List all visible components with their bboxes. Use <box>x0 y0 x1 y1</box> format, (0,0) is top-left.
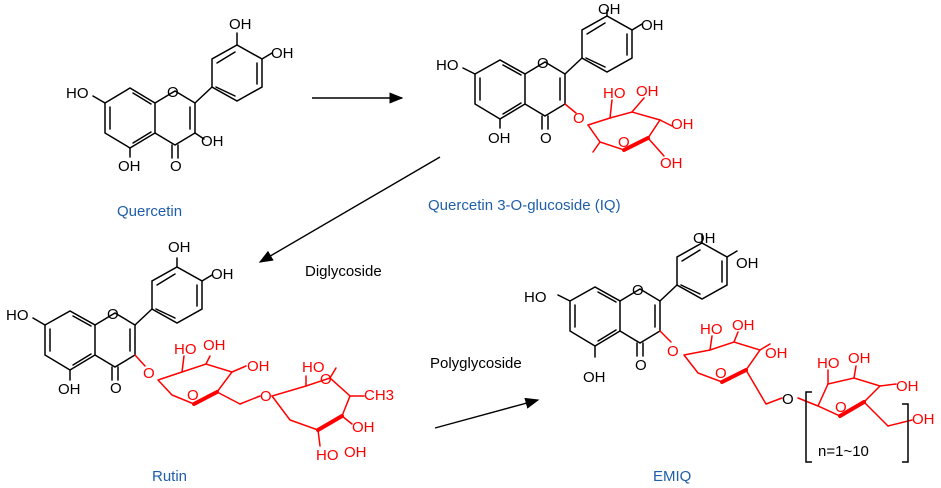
iq-caption: Quercetin 3-O-glucoside (IQ) <box>428 197 621 214</box>
sugar-hydroxyl-label: HO <box>603 85 626 102</box>
sugar-hydroxyl-label: OH <box>765 345 788 362</box>
glycosidic-oxygen-label: O <box>260 388 272 405</box>
repeat-count-label: n=1~10 <box>818 443 869 460</box>
sugar-hydroxyl-label: OH <box>671 116 694 133</box>
sugar-ring-oxygen-label: O <box>715 365 727 382</box>
methyl-label: CH3 <box>364 387 394 404</box>
hydroxyl-label: OH <box>736 255 759 272</box>
sugar-hydroxyl-label: HO <box>174 341 197 358</box>
emiq-caption: EMIQ <box>653 468 691 485</box>
sugar-hydroxyl-label: OH <box>660 155 683 172</box>
sugar-hydroxyl-label: OH <box>912 411 935 428</box>
hydroxyl-label: OH <box>271 45 294 62</box>
hydroxyl-label: HO <box>6 307 29 324</box>
sugar-hydroxyl-label: OH <box>352 419 375 436</box>
sugar-hydroxyl-label: OH <box>636 83 659 100</box>
glycosidic-oxygen-label: O <box>573 110 585 127</box>
sugar-hydroxyl-label: OH <box>848 350 871 367</box>
rutin-caption: Rutin <box>152 468 187 485</box>
sugar-hydroxyl-label: HO <box>700 321 723 338</box>
glycosidic-oxygen-label: O <box>143 365 155 382</box>
sugar-hydroxyl-label: HO <box>316 447 339 464</box>
hydroxyl-label: OH <box>58 381 81 398</box>
hydroxyl-label: HO <box>436 57 459 74</box>
ring-oxygen-label: O <box>167 84 179 101</box>
carbonyl-oxygen-label: O <box>635 357 647 374</box>
emiq-structure: O O OH OH HO OH O O HO OH OH O O HO OH O… <box>524 230 935 463</box>
linker-oxygen-label: O <box>782 391 794 408</box>
quercetin-caption: Quercetin <box>117 203 182 220</box>
sugar-hydroxyl-label: OH <box>203 337 226 354</box>
hydroxyl-label: OH <box>693 230 716 247</box>
sugar-hydroxyl-label: OH <box>344 444 367 461</box>
glycosidic-oxygen-label: O <box>667 343 679 360</box>
quercetin-structure: O O OH OH OH HO OH <box>66 16 294 175</box>
ring-oxygen-label: O <box>632 282 644 299</box>
sugar-hydroxyl-label: OH <box>896 378 919 395</box>
polyglycoside-label: Polyglycoside <box>430 355 522 372</box>
hydroxyl-label: OH <box>641 17 664 34</box>
iq-structure: O O OH OH HO OH O O HO OH OH OH <box>436 1 694 172</box>
hydroxyl-label: OH <box>598 1 621 18</box>
sugar-ring-oxygen-label: O <box>835 399 847 416</box>
sugar-hydroxyl-label: HO <box>817 355 840 372</box>
hydroxyl-label: HO <box>524 289 547 306</box>
carbonyl-oxygen-label: O <box>540 130 552 147</box>
hydroxyl-label: OH <box>229 16 252 33</box>
sugar-ring-oxygen-label: O <box>618 134 630 151</box>
sugar-hydroxyl-label: OH <box>732 317 755 334</box>
hydroxyl-label: OH <box>168 239 191 256</box>
hydroxyl-label: OH <box>488 130 511 147</box>
sugar-ring-oxygen-label: O <box>320 371 332 388</box>
ring-oxygen-label: O <box>107 306 119 323</box>
carbonyl-oxygen-label: O <box>110 380 122 397</box>
reaction-arrow <box>258 156 441 263</box>
carbonyl-oxygen-label: O <box>170 158 182 175</box>
hydroxyl-label: OH <box>118 158 141 175</box>
reaction-arrow <box>434 397 540 429</box>
rutin-structure: O O OH OH HO OH O O HO OH OH O O HO CH3 … <box>6 239 394 464</box>
sugar-hydroxyl-label: OH <box>247 358 270 375</box>
hydroxyl-label: OH <box>201 133 224 150</box>
ring-oxygen-label: O <box>537 55 549 72</box>
hydroxyl-label: OH <box>583 369 606 386</box>
diglycoside-label: Diglycoside <box>305 263 382 280</box>
hydroxyl-label: HO <box>66 85 89 102</box>
hydroxyl-label: OH <box>211 266 234 283</box>
sugar-ring-oxygen-label: O <box>187 387 199 404</box>
sugar-hydroxyl-label: HO <box>302 359 325 376</box>
